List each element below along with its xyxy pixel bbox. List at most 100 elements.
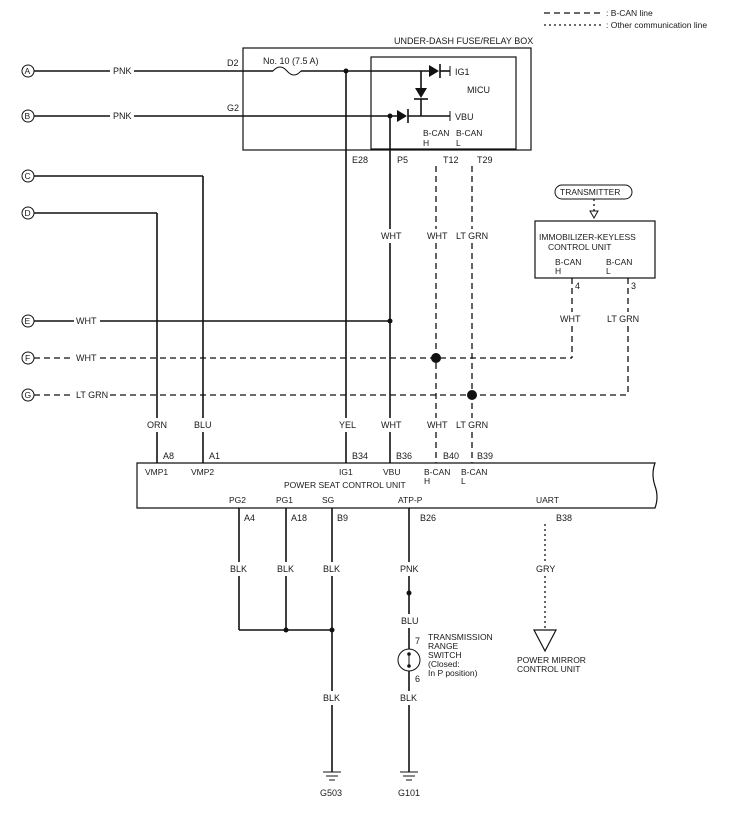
connector-g[interactable]: G: [21, 388, 35, 402]
wire-g101-color: BLK: [400, 693, 417, 703]
switch-line4: (Closed:: [428, 659, 460, 669]
wire-atpp-blu: BLU: [401, 616, 419, 626]
ground-g101-icon: [400, 771, 418, 781]
ground-g101-label: G101: [398, 788, 420, 798]
connector-a-label: A: [25, 66, 31, 76]
wire-e-color: WHT: [76, 316, 97, 326]
wire-vbu-color-top: WHT: [381, 231, 402, 241]
ground-g503-icon: [323, 771, 341, 781]
seat-vbu: VBU: [383, 467, 400, 477]
fuse-box-title: UNDER-DASH FUSE/RELAY BOX: [394, 36, 533, 46]
connector-e[interactable]: E: [21, 314, 35, 328]
micu-outline: [370, 56, 517, 150]
wire-imm-4-color: WHT: [560, 314, 581, 324]
immobilizer-bcan-h-b: H: [555, 266, 561, 276]
seat-sg: SG: [322, 495, 334, 505]
connector-d[interactable]: D: [21, 206, 35, 220]
fuse-label: No. 10 (7.5 A): [263, 56, 319, 66]
seat-vmp2: VMP2: [191, 467, 214, 477]
seat-bcan-l-a: B-CAN: [461, 467, 487, 477]
legend-other-label: : Other communication line: [606, 20, 707, 30]
wire-t12-color-bottom: WHT: [427, 420, 448, 430]
splice-sg: [329, 627, 335, 633]
fuse-box-outline: [242, 47, 532, 151]
micu-label: MICU: [467, 85, 490, 95]
seat-vmp1: VMP1: [145, 467, 168, 477]
wire-t29-color-top: LT GRN: [456, 231, 488, 241]
pin-t12: T12: [443, 155, 459, 165]
micu-bcan-l-b: L: [456, 138, 461, 148]
wire-sg-color: BLK: [323, 564, 340, 574]
pin-a4: A4: [244, 513, 255, 523]
connector-f[interactable]: F: [21, 351, 35, 365]
transmitter-arrow: [589, 210, 599, 220]
connector-a[interactable]: A: [21, 64, 35, 78]
transmitter-label: TRANSMITTER: [560, 187, 620, 197]
seat-ig1: IG1: [339, 467, 353, 477]
ground-g503-label: G503: [320, 788, 342, 798]
connector-b-label: B: [25, 111, 31, 121]
pin-e28: E28: [352, 155, 368, 165]
wire-pg2-color: BLK: [230, 564, 247, 574]
seat-pg1: PG1: [276, 495, 293, 505]
pin-a18: A18: [291, 513, 307, 523]
pin-d2: D2: [227, 58, 239, 68]
micu-bcan-h-b: H: [423, 138, 429, 148]
legend: : B-CAN line : Other communication line: [544, 8, 707, 30]
switch-line2: RANGE: [428, 641, 459, 651]
splice-e: [387, 318, 393, 324]
pin-b40: B40: [443, 451, 459, 461]
diode-micu: [415, 88, 427, 98]
immobilizer-title-b: CONTROL UNIT: [548, 242, 611, 252]
legend-bcan-label: : B-CAN line: [606, 8, 653, 18]
wire-atpp-color: PNK: [400, 564, 419, 574]
mirror-line1: POWER MIRROR: [517, 655, 586, 665]
pin-b39: B39: [477, 451, 493, 461]
pin-b26: B26: [420, 513, 436, 523]
wires: PNK PNK YEL WHT WHT BLU ORN WHT: [34, 66, 639, 463]
transmitter: TRANSMITTER: [554, 184, 633, 220]
seat-unit-outline: [136, 462, 658, 509]
pin-a1: A1: [209, 451, 220, 461]
seat-uart: UART: [536, 495, 559, 505]
immobilizer-pin-3: 3: [631, 281, 636, 291]
pin-p5: P5: [397, 155, 408, 165]
wire-d-color: ORN: [147, 420, 167, 430]
wire-imm-3-color: LT GRN: [607, 314, 639, 324]
mirror-line2: CONTROL UNIT: [517, 664, 580, 674]
connector-g-label: G: [25, 390, 32, 400]
immobilizer-bcan-l-a: B-CAN: [606, 257, 632, 267]
wire-g-color: LT GRN: [76, 390, 108, 400]
immobilizer-bcan-h-a: B-CAN: [555, 257, 581, 267]
mirror-unit-arrow-icon: [533, 629, 557, 653]
wire-t12-color-top: WHT: [427, 231, 448, 241]
wire-b-color: PNK: [113, 111, 132, 121]
pin-a8: A8: [163, 451, 174, 461]
switch-pin-6: 6: [415, 674, 420, 684]
immobilizer-keyless-unit: IMMOBILIZER-KEYLESS CONTROL UNIT B-CAN H…: [534, 220, 656, 291]
wire-pg1-color: BLK: [277, 564, 294, 574]
connector-b[interactable]: B: [21, 109, 35, 123]
seat-bcan-h-a: B-CAN: [424, 467, 450, 477]
wire-vbu-color-bottom: WHT: [381, 420, 402, 430]
micu-bcan-h-a: B-CAN: [423, 128, 449, 138]
wire-t29-color-bottom: LT GRN: [456, 420, 488, 430]
switch-line3: SWITCH: [428, 650, 462, 660]
switch-line5: In P position): [428, 668, 478, 678]
wire-c-color: BLU: [194, 420, 212, 430]
ig1-label: IG1: [455, 67, 470, 77]
diode-vbu: [397, 110, 407, 122]
immobilizer-pin-4: 4: [575, 281, 580, 291]
seat-bcan-l-b: L: [461, 476, 466, 486]
connector-c[interactable]: C: [21, 169, 35, 183]
immobilizer-box: [534, 220, 656, 279]
switch-line1: TRANSMISSION: [428, 632, 493, 642]
micu-bcan-l-a: B-CAN: [456, 128, 482, 138]
connector-e-label: E: [25, 316, 31, 326]
wire-g503-color: BLK: [323, 693, 340, 703]
connectors: A B C D E F G: [21, 64, 35, 402]
connector-d-label: D: [25, 208, 31, 218]
seat-bcan-h-b: H: [424, 476, 430, 486]
power-seat-control-unit: A8 A1 B34 B36 B40 B39 VMP1 VMP2 IG1 VBU …: [136, 451, 658, 523]
